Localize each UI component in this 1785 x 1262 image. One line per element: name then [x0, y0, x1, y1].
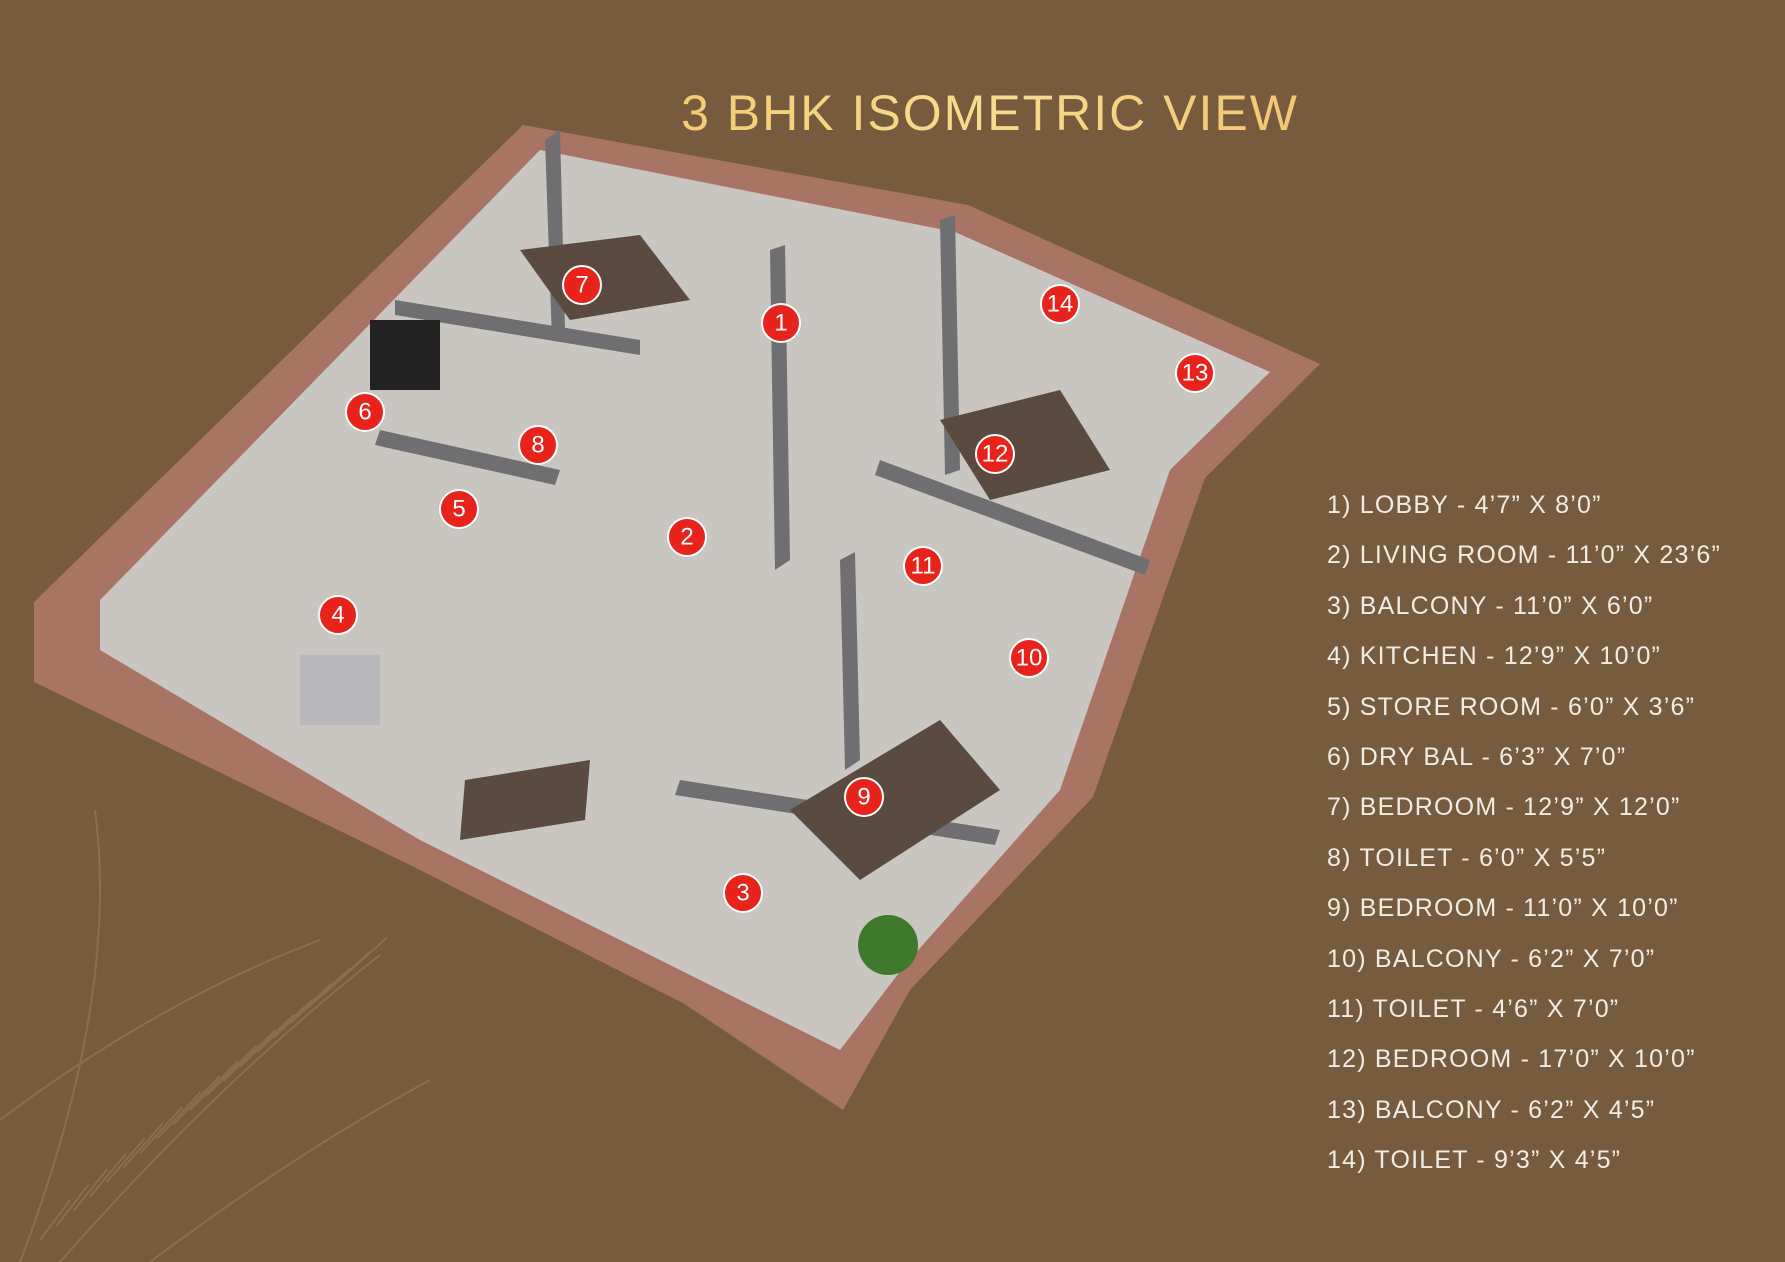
leaf-vein [239, 1013, 295, 1068]
svg-text:10: 10 [1016, 645, 1043, 672]
legend-item: 3) BALCONY - 11’0” X 6’0” [1327, 591, 1654, 620]
leaf-vein [322, 936, 388, 996]
leaf-vein [55, 1183, 90, 1227]
legend-item: 2) LIVING ROOM - 11’0” X 23’6” [1327, 541, 1721, 570]
leaf-vein [139, 1106, 183, 1155]
legend-item: 13) BALCONY - 6’2” X 4’5” [1327, 1095, 1656, 1124]
legend-item: 11) TOILET - 4’6” X 7’0” [1327, 994, 1620, 1023]
svg-text:6: 6 [358, 399, 371, 426]
legend-item: 7) BEDROOM - 12’9” X 12’0” [1327, 793, 1681, 822]
svg-text:2: 2 [680, 524, 693, 551]
leaf-vein [72, 1168, 109, 1212]
room-marker-2[interactable]: 2 [667, 517, 707, 557]
legend-item: 5) STORE ROOM - 6’0” X 3’6” [1327, 692, 1696, 721]
legend-item: 4) KITCHEN - 12’9” X 10’0” [1327, 642, 1662, 671]
svg-text:4: 4 [331, 602, 344, 629]
svg-text:1: 1 [774, 310, 787, 337]
legend-item: 10) BALCONY - 6’2” X 7’0” [1327, 944, 1656, 973]
room-legend: 1) LOBBY - 4’7” X 8’0” 2) LIVING ROOM - … [1327, 488, 1721, 1193]
legend-item: 14) TOILET - 9’3” X 4’5” [1327, 1146, 1622, 1175]
leaf-vein [205, 1044, 258, 1097]
svg-text:7: 7 [575, 272, 588, 299]
leaf-vein [89, 1153, 127, 1198]
room-marker-7[interactable]: 7 [562, 265, 602, 305]
leaf-vein [222, 1029, 277, 1082]
svg-text:13: 13 [1182, 360, 1209, 387]
leaf-vein [189, 1060, 239, 1111]
legend-item: 6) DRY BAL - 6’3” X 7’0” [1327, 742, 1627, 771]
svg-text:11: 11 [911, 553, 936, 580]
room-markers: 1 2 3 4 5 6 7 8 9 10 11 12 13 14 [318, 265, 1215, 913]
leaf-vein [172, 1075, 221, 1126]
svg-text:9: 9 [857, 784, 870, 811]
room-marker-8[interactable]: 8 [518, 425, 558, 465]
leaf-vein [255, 998, 314, 1053]
furniture [300, 235, 1110, 975]
room-marker-1[interactable]: 1 [761, 303, 801, 343]
room-marker-3[interactable]: 3 [723, 873, 763, 913]
svg-text:8: 8 [531, 432, 544, 459]
leaf-vein [155, 1091, 202, 1140]
leaf-vein [122, 1122, 165, 1169]
legend-item: 12) BEDROOM - 17’0” X 10’0” [1327, 1045, 1696, 1074]
room-marker-14[interactable]: 14 [1040, 284, 1080, 324]
page-title: 3 BHK ISOMETRIC VIEW [0, 84, 1785, 142]
svg-text:12: 12 [982, 441, 1009, 468]
room-marker-13[interactable]: 13 [1175, 353, 1215, 393]
room-marker-5[interactable]: 5 [439, 489, 479, 529]
svg-text:14: 14 [1047, 291, 1074, 318]
leaf-vein [39, 1199, 71, 1241]
legend-item: 1) LOBBY - 4’7” X 8’0” [1327, 491, 1602, 519]
room-marker-6[interactable]: 6 [345, 392, 385, 432]
room-marker-11[interactable]: 11 [903, 546, 943, 586]
room-marker-12[interactable]: 12 [975, 434, 1015, 474]
svg-text:5: 5 [452, 496, 465, 523]
legend-item: 8) TOILET - 6’0” X 5’5” [1327, 843, 1607, 872]
leaf-vein [105, 1137, 146, 1183]
legend-item: 9) BEDROOM - 11’0” X 10’0” [1327, 894, 1679, 923]
room-marker-9[interactable]: 9 [844, 777, 884, 817]
room-marker-10[interactable]: 10 [1009, 638, 1049, 678]
room-marker-4[interactable]: 4 [318, 595, 358, 635]
leaf-decoration [0, 809, 431, 1262]
svg-text:3: 3 [736, 880, 749, 907]
